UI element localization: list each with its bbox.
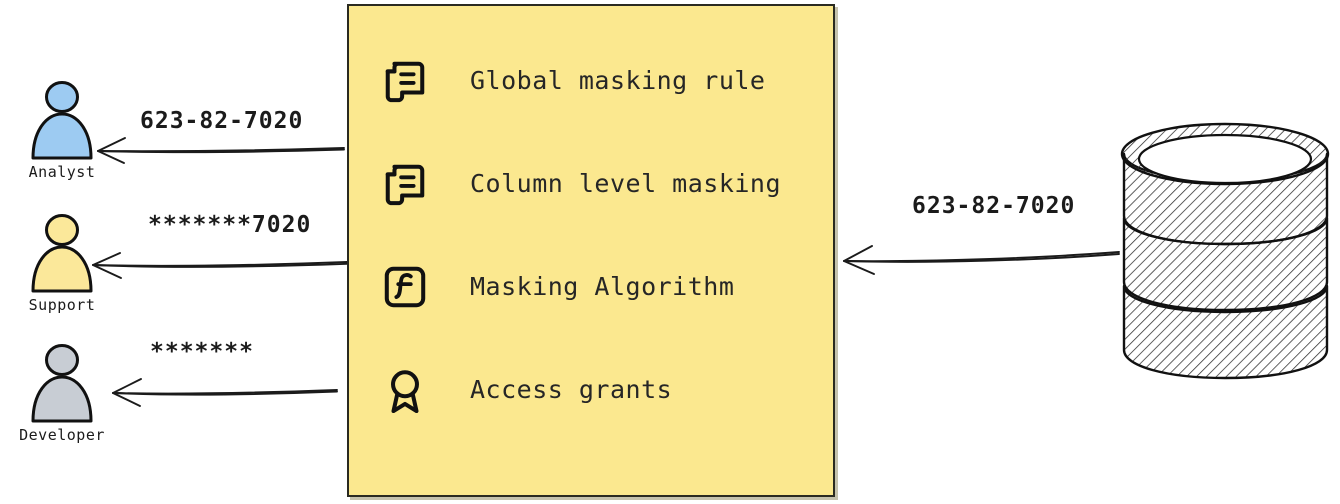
person-icon bbox=[31, 214, 93, 293]
policy-box: Global masking rule Column level masking… bbox=[347, 4, 835, 497]
arrow-to-developer-icon bbox=[112, 378, 338, 407]
policy-item-label: Column level masking bbox=[470, 169, 782, 198]
policy-item-column-level-masking[interactable]: Column level masking bbox=[382, 157, 833, 210]
actor-support: Support bbox=[2, 213, 122, 314]
actor-developer: Developer bbox=[2, 343, 122, 444]
actor-analyst: Analyst bbox=[2, 80, 122, 181]
scroll-icon bbox=[385, 61, 425, 102]
policy-list: Global masking rule Column level masking… bbox=[349, 6, 833, 495]
policy-item-masking-algorithm[interactable]: Masking Algorithm bbox=[382, 260, 833, 313]
policy-item-label: Masking Algorithm bbox=[470, 272, 735, 301]
scroll-icon bbox=[385, 164, 425, 205]
award-icon bbox=[391, 369, 419, 413]
arrow-to-support-icon bbox=[92, 252, 348, 279]
person-icon bbox=[31, 344, 93, 423]
policy-item-label: Global masking rule bbox=[470, 66, 766, 95]
function-icon bbox=[384, 266, 426, 307]
policy-item-label: Access grants bbox=[470, 375, 673, 404]
policy-item-global-masking-rule[interactable]: Global masking rule bbox=[382, 54, 833, 107]
actor-label-developer: Developer bbox=[19, 426, 105, 444]
actor-label-analyst: Analyst bbox=[28, 163, 96, 181]
arrow-to-analyst-icon bbox=[97, 137, 345, 164]
flow-label-analyst: 623-82-7020 bbox=[140, 108, 304, 134]
person-icon bbox=[31, 81, 93, 160]
flow-label-support: *******7020 bbox=[148, 212, 312, 238]
flow-label-database: 623-82-7020 bbox=[912, 193, 1076, 219]
database-cylinder-icon bbox=[1120, 122, 1330, 380]
arrow-from-database-icon bbox=[843, 245, 1120, 275]
flow-label-developer: ******* bbox=[150, 339, 254, 365]
actor-label-support: Support bbox=[28, 296, 96, 314]
policy-item-access-grants[interactable]: Access grants bbox=[382, 363, 833, 416]
